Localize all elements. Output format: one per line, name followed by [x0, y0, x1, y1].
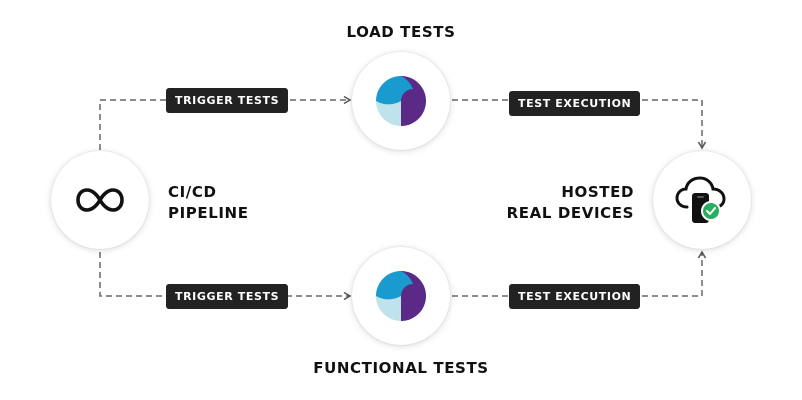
app-logo-icon — [376, 76, 426, 126]
edge-cicd-to-load — [99, 95, 352, 150]
cicd-node — [51, 151, 149, 249]
cicd-title-line1: CI/CD — [168, 183, 217, 201]
devices-node — [653, 151, 751, 249]
functional-tests-node — [352, 247, 450, 345]
cicd-title-line2: PIPELINE — [168, 204, 249, 222]
trigger-tests-label-top: TRIGGER TESTS — [166, 88, 289, 113]
load-tests-node — [352, 52, 450, 150]
devices-title-line1: HOSTED — [561, 183, 634, 201]
test-execution-label-bottom: TEST EXECUTION — [509, 284, 641, 309]
infinity-icon — [76, 188, 124, 212]
trigger-tests-label-bottom: TRIGGER TESTS — [166, 284, 289, 309]
functional-tests-title: FUNCTIONAL TESTS — [313, 359, 489, 377]
app-logo-icon — [376, 271, 426, 321]
load-tests-title: LOAD TESTS — [346, 23, 456, 41]
cloud-device-check-icon — [675, 176, 726, 223]
test-execution-label-top: TEST EXECUTION — [509, 91, 641, 116]
devices-title-line2: REAL DEVICES — [506, 204, 634, 222]
